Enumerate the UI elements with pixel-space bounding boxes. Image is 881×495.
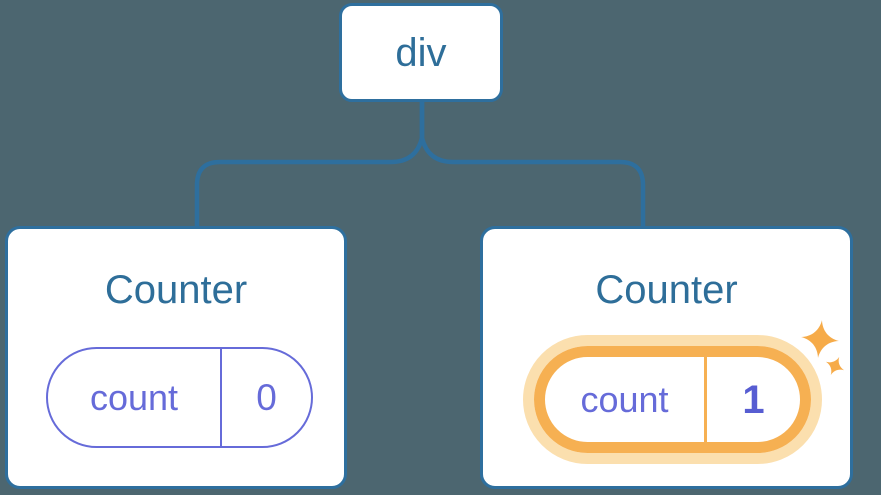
counter-card-right: Counter count 1 <box>480 226 853 489</box>
state-pill-value-segment: 1 <box>707 357 800 442</box>
sparkles-icon <box>801 320 845 376</box>
state-pill-label-segment: count <box>48 349 222 446</box>
counter-card-left: Counter count 0 <box>5 226 347 489</box>
counter-title: Counter <box>104 268 248 312</box>
connector-left-branch <box>194 98 425 231</box>
state-pill-value-segment: 0 <box>222 349 311 446</box>
state-label: count <box>89 376 179 418</box>
state-value: 0 <box>256 377 277 418</box>
sparkle-star-large <box>801 320 839 358</box>
sparkle-star-small <box>825 356 845 376</box>
state-label: count <box>580 378 669 420</box>
state-pill-right: count 1 <box>534 346 811 453</box>
state-value: 1 <box>742 377 765 422</box>
counter-title: Counter <box>595 268 738 312</box>
root-node-label: div <box>395 30 447 75</box>
root-node-div: div <box>339 3 503 102</box>
state-pill-label-segment: count <box>545 357 707 442</box>
state-pill-highlight-glow: count 1 <box>523 335 822 464</box>
state-pill-left: count 0 <box>46 347 313 448</box>
connector-right-branch <box>419 98 646 231</box>
